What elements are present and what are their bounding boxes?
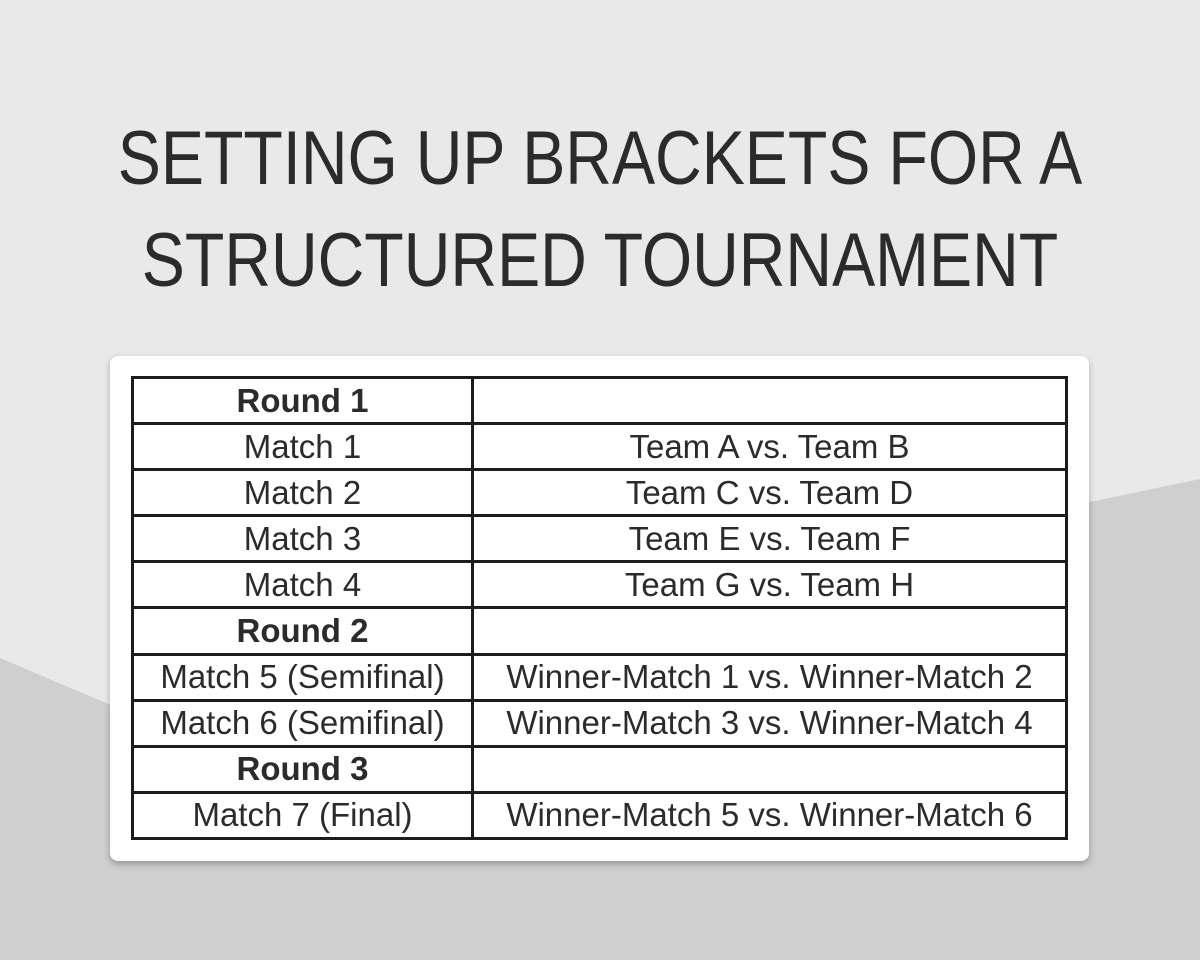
table-row-match-3: Match 3 Team E vs. Team F [131,514,1069,564]
matchup-cell: Team C vs. Team D [470,468,1069,518]
matchup-cell: Winner-Match 3 vs. Winner-Match 4 [470,698,1069,748]
matchup-cell: Team G vs. Team H [470,560,1069,610]
matchup-cell: Winner-Match 5 vs. Winner-Match 6 [470,790,1069,841]
table-row-match-7: Match 7 (Final) Winner-Match 5 vs. Winne… [131,790,1069,841]
matchup-cell: Team A vs. Team B [470,422,1069,472]
table-row-match-4: Match 4 Team G vs. Team H [131,560,1069,610]
matchup-cell: Winner-Match 1 vs. Winner-Match 2 [470,652,1069,702]
table-row-match-2: Match 2 Team C vs. Team D [131,468,1069,518]
table-row-match-6: Match 6 (Semifinal) Winner-Match 3 vs. W… [131,698,1069,748]
match-label-cell: Match 1 [131,422,474,472]
table-row-match-1: Match 1 Team A vs. Team B [131,422,1069,472]
match-label-cell: Match 7 (Final) [131,790,474,841]
match-label-cell: Match 4 [131,560,474,610]
matchup-cell [470,375,1069,426]
match-label-cell: Match 6 (Semifinal) [131,698,474,748]
page-title-line-2: STRUCTURED TOURNAMENT [141,218,1059,303]
page-title: SETTING UP BRACKETS FOR A STRUCTURED TOU… [0,108,1200,312]
round-header-cell: Round 2 [131,606,474,656]
match-label-cell: Match 3 [131,514,474,564]
page-title-line-1: SETTING UP BRACKETS FOR A [117,116,1083,201]
bracket-table: Round 1 Match 1 Team A vs. Team B Match … [131,375,1069,841]
matchup-cell: Team E vs. Team F [470,514,1069,564]
table-row-match-5: Match 5 (Semifinal) Winner-Match 1 vs. W… [131,652,1069,702]
table-row-round-3: Round 3 [131,744,1069,794]
match-label-cell: Match 2 [131,468,474,518]
round-header-cell: Round 1 [131,375,474,426]
matchup-cell [470,606,1069,656]
table-row-round-1: Round 1 [131,375,1069,426]
bracket-card: Round 1 Match 1 Team A vs. Team B Match … [110,356,1089,861]
table-row-round-2: Round 2 [131,606,1069,656]
matchup-cell [470,744,1069,794]
round-header-cell: Round 3 [131,744,474,794]
match-label-cell: Match 5 (Semifinal) [131,652,474,702]
